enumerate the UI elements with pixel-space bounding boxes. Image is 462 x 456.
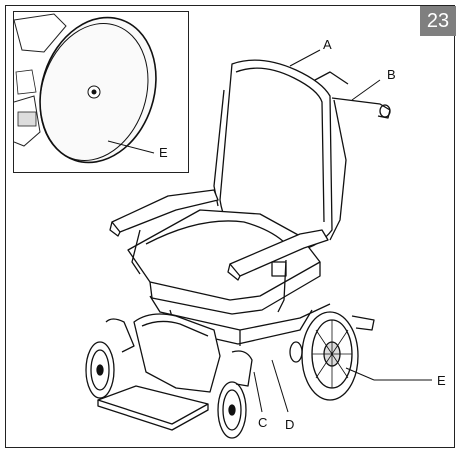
callout-c: C <box>258 415 268 430</box>
page-number-badge: 23 <box>420 6 456 36</box>
callout-a: A <box>323 37 332 52</box>
callout-b: B <box>387 67 396 82</box>
inset-drawing <box>14 13 157 164</box>
callout-d: D <box>285 417 295 432</box>
inset-detail-wheel-cover: E <box>13 11 189 173</box>
callout-e-main: E <box>437 373 446 388</box>
callout-e-inset: E <box>159 145 168 160</box>
